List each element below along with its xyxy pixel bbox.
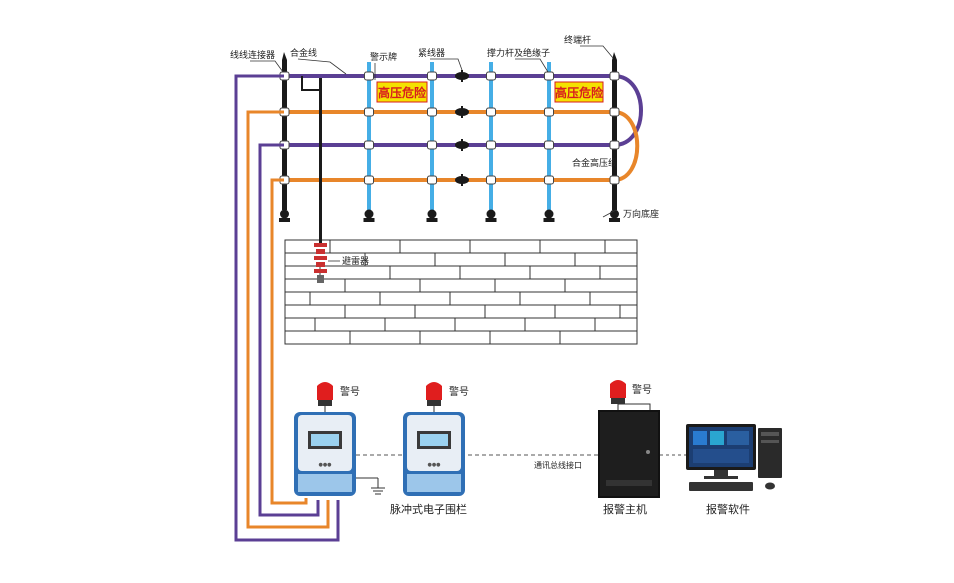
brick-wall [284,239,638,345]
label-alarm-host: 报警主机 [603,502,647,516]
terminal-post [612,60,617,210]
label-terminal-rod: 终端杆 [564,34,591,46]
label-alarm-software: 报警软件 [706,502,750,516]
label-support-rod: 撑力杆及绝缘子 [487,47,550,59]
universal-bases [279,209,620,222]
pulse-controller-2: ●●● [403,412,465,496]
support-post [547,62,551,210]
label-alloy-wire: 合金线 [290,47,317,59]
support-post [489,62,493,210]
label-alarm-1: 警号 [340,385,360,398]
ground-symbol [356,477,385,495]
warning-sign-right: 高压危险 [554,81,604,103]
fence-wires [284,74,643,182]
svg-text:●●●: ●●● [318,462,332,468]
label-alloy-hv-wire: 合金高压线 [572,157,617,169]
support-post [367,62,371,210]
lightning-arrester: 避雷器 [314,78,369,283]
label-tensioner: 紧线器 [418,47,445,59]
insulators [279,71,620,185]
label-alarm-3: 警号 [632,383,652,396]
label-alarm-2: 警号 [449,385,469,398]
leader-lines [250,45,617,218]
alarm-host [598,410,660,498]
tensioners [455,70,469,186]
pulse-controller-1: ●●● [294,412,356,496]
warning-sign-text: 高压危险 [555,85,604,100]
computer [686,424,782,491]
top-labels: 线线连接器 合金线 警示牌 紧线器 撑力杆及绝缘子 终端杆 合金高压线 万向底座 [230,34,659,220]
label-pulse-fence: 脉冲式电子围栏 [390,502,467,516]
alarm-light-1: 警号 [317,382,360,406]
label-lightning-arrester: 避雷器 [342,255,369,267]
svg-text:●●●: ●●● [427,462,441,468]
loop-orange [613,110,640,182]
fence-posts [282,52,617,210]
lead-wires [234,74,340,542]
support-post [430,62,434,210]
label-wire-connector: 线线连接器 [230,49,275,61]
warning-sign-text: 高压危险 [378,85,427,100]
label-universal-base: 万向底座 [623,208,659,220]
warning-sign-left: 高压危险 [376,81,428,103]
alarm-light-3: 警号 [610,380,652,404]
loop-purple [613,74,643,147]
label-warning-sign: 警示牌 [370,51,397,63]
alarm-light-2: 警号 [426,382,469,406]
start-post [282,60,287,210]
label-bus-interface: 通讯总线接口 [534,460,582,470]
